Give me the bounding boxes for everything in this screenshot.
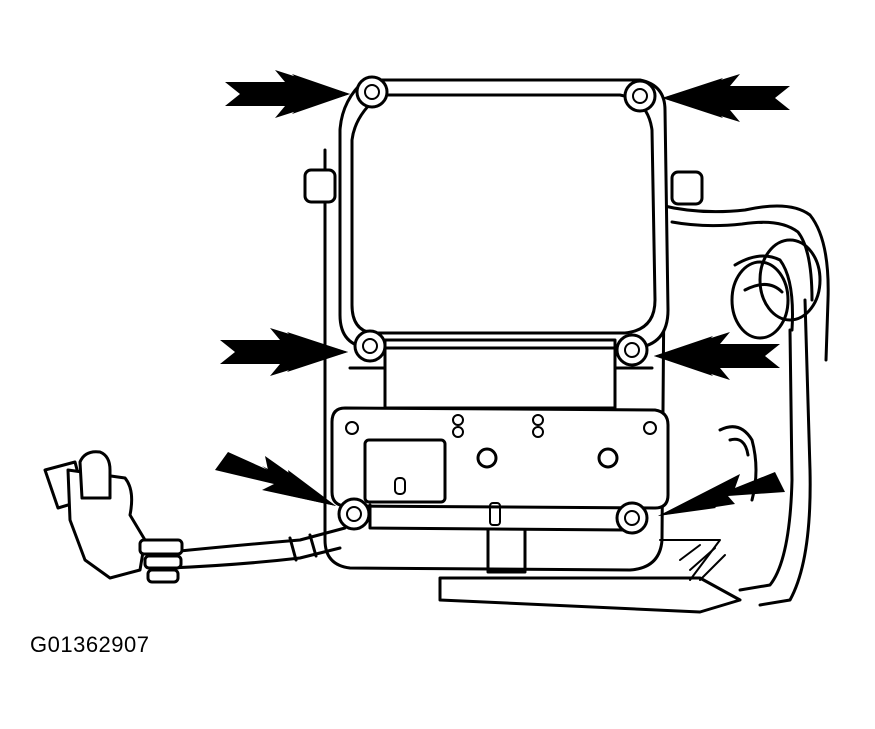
torx-bolt-icon (355, 75, 389, 109)
electrical-connector (43, 450, 184, 584)
torx-bolt-icon (337, 497, 371, 531)
figure-id-label: G01362907 (30, 632, 150, 657)
right-stud (670, 170, 704, 206)
middle-band (348, 338, 654, 410)
torx-bolt-icon (615, 333, 649, 367)
arrow-icon (662, 74, 790, 122)
front-plate (330, 406, 670, 574)
connector-socket (363, 438, 447, 504)
arrow-icon (220, 328, 348, 376)
module-cover (338, 78, 670, 350)
torx-bolt-icon (353, 329, 387, 363)
torx-bolt-icon (623, 79, 657, 113)
arrow-icon (654, 332, 780, 380)
arrow-icon (658, 472, 785, 516)
mounting-bracket (438, 203, 830, 614)
left-stud (303, 168, 337, 204)
arrow-icon (215, 452, 336, 506)
torx-bolt-icon (615, 501, 649, 535)
wiring-harness (168, 526, 347, 570)
arrow-icon (225, 70, 350, 118)
